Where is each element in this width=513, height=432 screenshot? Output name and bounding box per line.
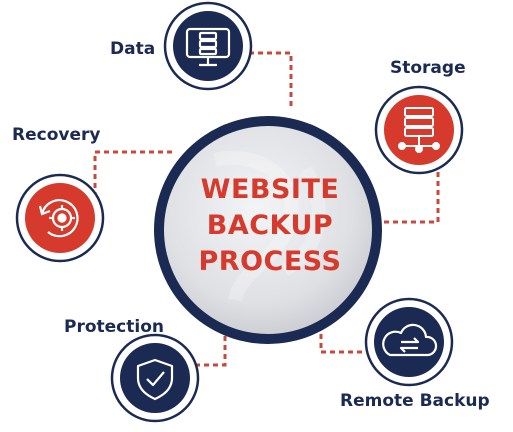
cloud-sync-icon [382, 323, 438, 357]
gear-refresh-icon [38, 199, 79, 238]
monitor-server-icon [185, 27, 231, 67]
step-remote-backup [364, 297, 454, 387]
step-data [163, 1, 253, 91]
connector-data [249, 51, 293, 108]
label-storage: Storage [390, 58, 466, 78]
connector-remote [319, 325, 362, 354]
center-title-line-2: BACKUP [206, 210, 334, 241]
label-data: Data [110, 39, 156, 59]
center-title-line-3: PROCESS [198, 246, 342, 277]
server-network-icon [398, 107, 440, 153]
step-storage [374, 85, 464, 175]
center-title-line-1: WEBSITE [200, 174, 340, 205]
label-protection: Protection [64, 317, 164, 337]
shield-check-icon [136, 358, 174, 401]
step-protection [110, 333, 200, 423]
center-circle [154, 116, 382, 344]
connector-storage [375, 152, 440, 224]
label-remote-backup: Remote Backup [340, 391, 490, 411]
label-recovery: Recovery [12, 125, 101, 145]
step-recovery [15, 173, 105, 263]
connector-protection [195, 327, 227, 367]
center-title: WEBSITE BACKUP PROCESS [150, 172, 390, 282]
connectors [93, 51, 440, 367]
